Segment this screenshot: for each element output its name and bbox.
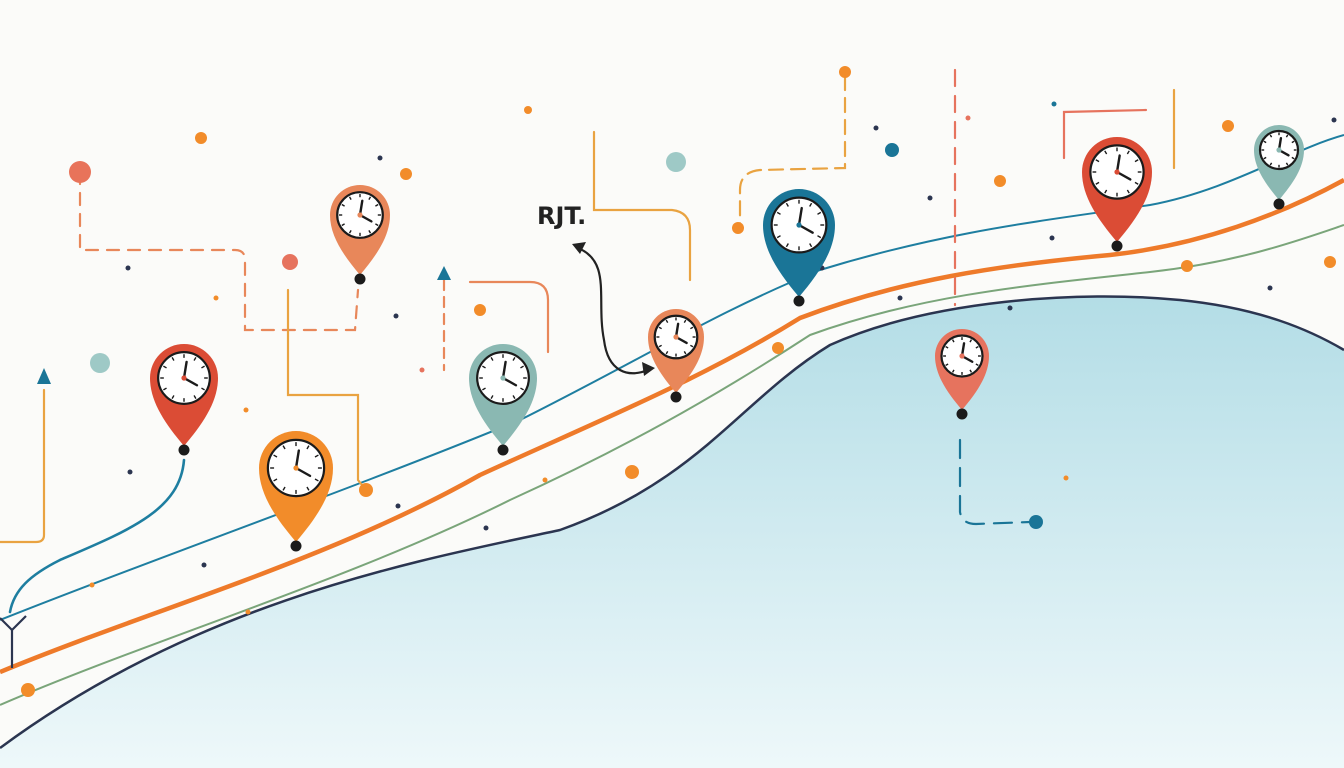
scatter-dot <box>395 503 401 509</box>
scatter-dot <box>245 609 251 615</box>
pin-anchor-dot <box>290 540 302 552</box>
route-orange <box>0 178 1344 675</box>
scatter-dot <box>1051 101 1057 107</box>
connector-left-mid <box>286 288 368 492</box>
map-pin[interactable] <box>469 344 537 456</box>
scatter-dot <box>625 465 639 479</box>
scatter-dot <box>243 407 249 413</box>
scatter-dot <box>1331 117 1337 123</box>
scatter-dot <box>965 115 971 121</box>
pin-layer <box>150 125 1304 552</box>
pin-anchor-dot <box>354 273 366 285</box>
arrowhead-icon <box>572 242 586 254</box>
shoreline <box>0 295 1344 750</box>
connector-lines <box>0 68 1176 614</box>
scatter-dot <box>1029 515 1043 529</box>
scatter-dot <box>377 155 383 161</box>
scatter-dot <box>1063 475 1069 481</box>
scatter-dot <box>885 143 899 157</box>
scatter-dot <box>873 125 879 131</box>
scatter-dot <box>393 313 399 319</box>
scatter-dot <box>772 342 784 354</box>
scatter-dot <box>897 295 903 301</box>
annotation-label: RJT. <box>537 202 586 230</box>
scatter-dot <box>1181 260 1193 272</box>
connector-top-mid <box>592 130 692 282</box>
scatter-dot <box>732 222 744 234</box>
clock-icon <box>1258 129 1300 171</box>
map-pin[interactable] <box>259 431 333 552</box>
clock-icon <box>653 314 699 360</box>
connector-far-left <box>0 388 46 544</box>
map-pin[interactable] <box>935 329 989 420</box>
scatter-dot <box>359 483 373 497</box>
scatter-dot <box>89 582 95 588</box>
scatter-dot <box>282 254 298 270</box>
junction-icon <box>0 615 27 668</box>
clock-icon <box>1089 144 1145 200</box>
pin-anchor-dot <box>497 444 509 456</box>
clock-icon <box>476 351 530 405</box>
water-area <box>0 296 1344 768</box>
annotation-arrow <box>577 246 649 375</box>
scatter-dot <box>1222 120 1234 132</box>
scatter-dots <box>21 66 1337 697</box>
pin-anchor-dot <box>1273 198 1285 210</box>
map-pin[interactable] <box>330 185 390 285</box>
scatter-dot <box>927 195 933 201</box>
clock-icon <box>266 438 326 498</box>
connector-below-pin7 <box>958 438 1032 526</box>
scatter-dot <box>125 265 131 271</box>
arrow-up-icon <box>437 266 451 280</box>
connector-top-right <box>738 74 847 230</box>
scatter-dot <box>483 525 489 531</box>
map-pin[interactable] <box>648 309 704 403</box>
pin-anchor-dot <box>1111 240 1123 252</box>
map-pin[interactable] <box>1254 125 1304 210</box>
scatter-dot <box>1007 305 1013 311</box>
connector-left-top <box>78 170 360 332</box>
scatter-dot <box>524 106 532 114</box>
scatter-dot <box>994 175 1006 187</box>
scatter-dot <box>127 469 133 475</box>
clock-icon <box>940 334 984 378</box>
arrowhead-icon <box>642 362 655 376</box>
pin-anchor-dot <box>178 444 190 456</box>
scatter-dot <box>201 562 207 568</box>
clock-icon <box>336 191 384 239</box>
scatter-dot <box>419 367 425 373</box>
map-pin[interactable] <box>763 189 835 307</box>
scatter-dot <box>195 132 207 144</box>
scatter-dot <box>69 161 91 183</box>
connector-bracket-a <box>468 280 550 354</box>
pin-anchor-dot <box>670 391 682 403</box>
scatter-dot <box>400 168 412 180</box>
scatter-dot <box>1049 235 1055 241</box>
scatter-dot <box>1324 256 1336 268</box>
scatter-dot <box>666 152 686 172</box>
pin-anchor-dot <box>793 295 805 307</box>
scatter-dot <box>474 304 486 316</box>
clock-icon <box>770 196 828 254</box>
connector-left-teal <box>8 458 186 614</box>
scatter-dot <box>213 295 219 301</box>
scatter-dot <box>21 683 35 697</box>
arrow-up-icon <box>37 368 51 384</box>
map-pin[interactable] <box>150 344 218 456</box>
scatter-dot <box>1267 285 1273 291</box>
connector-bracket-right <box>1062 108 1148 160</box>
map-pin[interactable] <box>1082 137 1152 252</box>
pin-anchor-dot <box>956 408 968 420</box>
scatter-dot <box>542 477 548 483</box>
scatter-dot <box>90 353 110 373</box>
clock-icon <box>157 351 211 405</box>
scatter-dot <box>839 66 851 78</box>
